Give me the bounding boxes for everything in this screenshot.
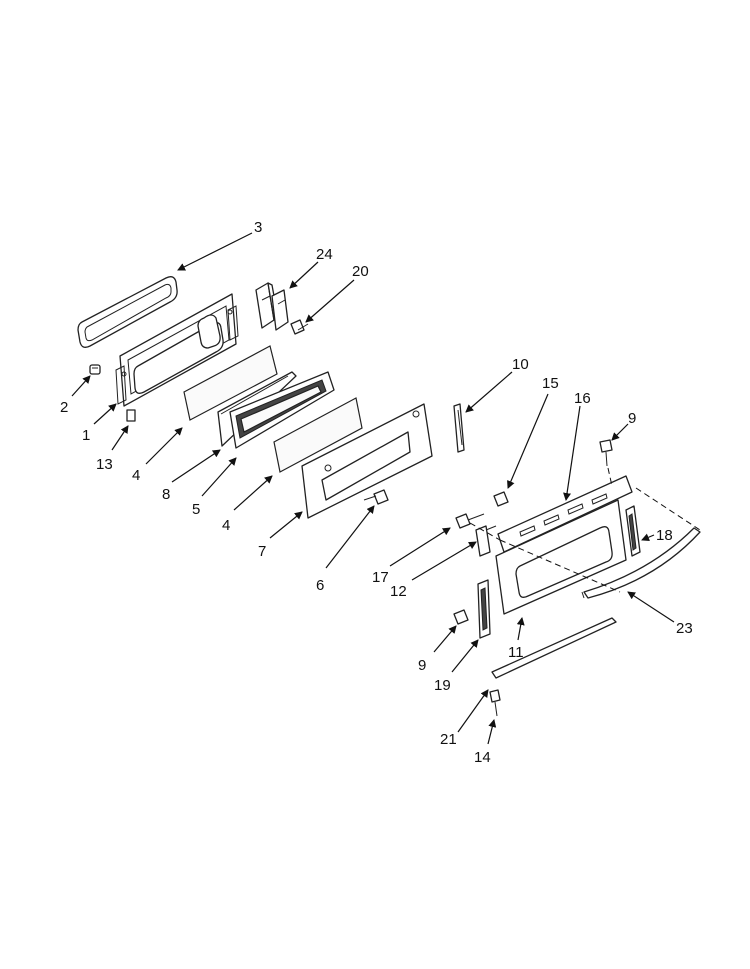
leader-lines [71, 232, 675, 745]
part-18-vent [625, 505, 641, 557]
callout-1: 1 [82, 427, 90, 444]
callout-23: 23 [676, 620, 693, 637]
part-13-bracket [126, 409, 136, 422]
callout-5: 5 [192, 501, 200, 518]
part-24-hinge-receivers [255, 282, 289, 331]
callout-11: 11 [508, 644, 524, 661]
callout-2: 2 [60, 399, 68, 416]
callout-15: 15 [542, 375, 559, 392]
callout-14: 14 [474, 749, 491, 766]
callout-18: 18 [656, 527, 673, 544]
part-19-vent-strip [477, 579, 491, 639]
part-2-clip [89, 364, 101, 375]
part-3-gasket [77, 276, 178, 348]
part-7-outer-door-panel [301, 403, 433, 519]
part-10-hinge [453, 403, 465, 453]
callout-6: 6 [316, 577, 324, 594]
part-23-handle [581, 527, 701, 599]
callout-20: 20 [352, 263, 369, 280]
callout-16: 16 [574, 390, 591, 407]
part-16-vent-trim [497, 475, 633, 553]
part-4-glass-panel-lower [273, 397, 363, 473]
callout-21: 21 [440, 731, 457, 748]
callout-9-upper: 9 [628, 410, 636, 427]
part-11-drawer-front [495, 499, 627, 615]
callout-3: 3 [254, 219, 262, 236]
part-6-screw [363, 489, 389, 505]
callout-24: 24 [316, 246, 333, 263]
callout-4-upper: 4 [132, 467, 140, 484]
part-1-inner-door-frame [115, 293, 239, 407]
part-15-screw [493, 491, 509, 507]
callout-4-lower: 4 [222, 517, 230, 534]
callout-8: 8 [162, 486, 170, 503]
alignment-lines [469, 467, 701, 593]
part-17-screw [455, 513, 485, 529]
part-9-screw-lower [453, 609, 469, 625]
part-12-bracket [475, 525, 497, 557]
callout-13: 13 [96, 456, 113, 473]
part-21-bottom-trim [491, 617, 617, 679]
callout-labels: 3 24 20 2 1 13 4 8 5 4 7 6 10 15 16 9 18… [60, 219, 693, 766]
callout-19: 19 [434, 677, 451, 694]
part-4-glass-panel-upper [183, 345, 278, 421]
callout-7: 7 [258, 543, 266, 560]
callout-9-lower: 9 [418, 657, 426, 674]
callout-17: 17 [372, 569, 389, 586]
part-20-screw [290, 319, 309, 335]
part-5-glass-pack [229, 371, 335, 449]
part-14-screw [489, 689, 501, 717]
part-9-screw-upper [599, 439, 613, 467]
callout-12: 12 [390, 583, 407, 600]
callout-10: 10 [512, 356, 529, 373]
